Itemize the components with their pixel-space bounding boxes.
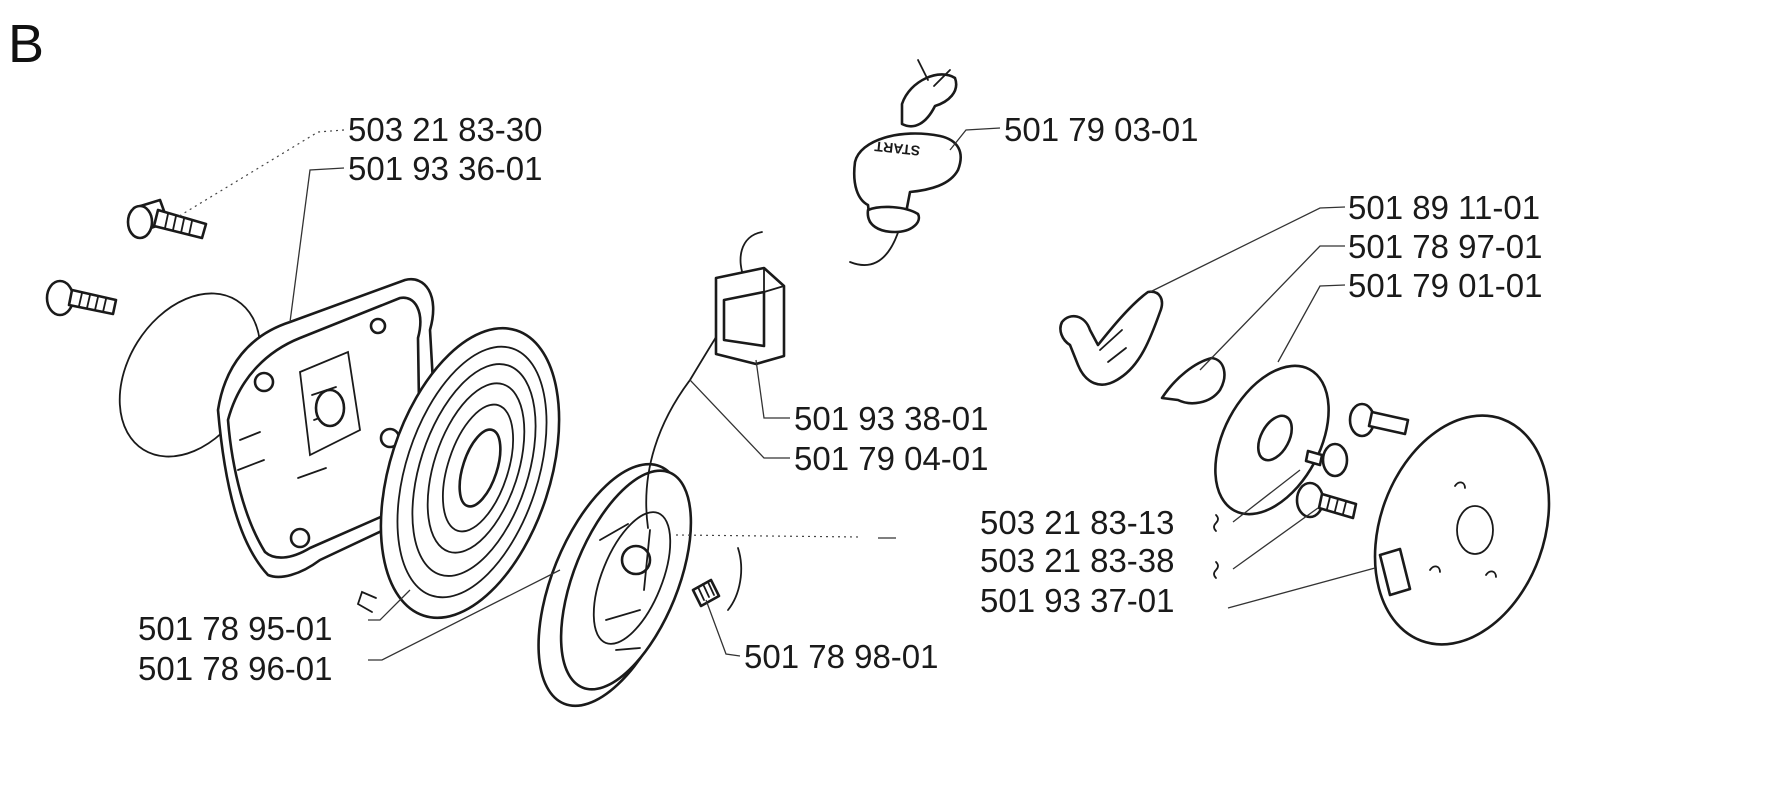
screw-lower-left xyxy=(45,279,118,317)
leader-503-21-83-30 xyxy=(175,129,345,219)
rope-guide xyxy=(714,266,786,366)
leader-501-93-37-01 xyxy=(1227,567,1376,609)
screw-upper-left xyxy=(126,198,208,240)
leader-501-93-36-01 xyxy=(289,167,345,323)
leader-501-78-95-01 xyxy=(368,589,411,621)
starter-handle: START xyxy=(852,59,962,234)
leader-501-93-38-01 xyxy=(755,359,790,419)
part-label-501-78-98-01: 501 78 98-01 xyxy=(744,638,939,675)
part-label-501-93-38-01: 501 93 38-01 xyxy=(794,400,989,437)
pawl xyxy=(1059,290,1164,386)
part-label-501-79-04-01: 501 79 04-01 xyxy=(794,440,989,477)
part-label-501-79-03-01: 501 79 03-01 xyxy=(1004,111,1199,148)
part-label-501-78-96-01: 501 78 96-01 xyxy=(138,650,333,687)
part-label-503-21-83-13: 503 21 83-13 xyxy=(980,504,1175,541)
part-label-501-78-95-01: 501 78 95-01 xyxy=(138,610,333,647)
leader-501-79-03-01 xyxy=(949,127,1001,151)
panel-label: B xyxy=(8,14,44,74)
part-label-501-89-11-01: 501 89 11-01 xyxy=(1348,189,1540,226)
spring-clip xyxy=(1160,356,1226,405)
leader-503-21-83-38 xyxy=(1232,507,1319,570)
leader-501-78-98-01 xyxy=(705,599,741,657)
screw-right-top xyxy=(1348,402,1410,438)
leader-501-78-96-01 xyxy=(368,569,561,661)
screw-right-middle xyxy=(1304,442,1349,478)
brace-503-21-83-38 xyxy=(1213,561,1219,579)
part-label-501-93-37-01: 501 93 37-01 xyxy=(980,582,1175,619)
brace-503-21-83-13 xyxy=(1213,514,1219,532)
washer xyxy=(1214,364,1330,516)
assembly-axis xyxy=(675,534,861,538)
pawl-spring xyxy=(691,578,721,608)
part-label-503-21-83-30: 503 21 83-30 xyxy=(348,111,543,148)
part-label-501-93-36-01: 501 93 36-01 xyxy=(348,150,543,187)
part-label-501-79-01-01: 501 79 01-01 xyxy=(1348,267,1543,304)
leader-501-79-01-01 xyxy=(1277,284,1346,363)
recoil-spring xyxy=(356,326,561,620)
leader-501-79-04-01 xyxy=(689,379,790,459)
rope-pulley xyxy=(537,462,693,708)
leader-501-89-11-01 xyxy=(1149,206,1346,293)
part-label-501-78-97-01: 501 78 97-01 xyxy=(1348,228,1543,265)
pulley-cover xyxy=(1373,414,1551,646)
part-label-503-21-83-38: 503 21 83-38 xyxy=(980,542,1175,579)
leader-501-78-97-01 xyxy=(1199,245,1345,371)
spring-path-arc xyxy=(727,547,743,611)
handle-start-text: START xyxy=(873,138,920,159)
leader-503-21-83-13 xyxy=(1232,469,1301,523)
screw-right-lower xyxy=(1295,481,1358,520)
